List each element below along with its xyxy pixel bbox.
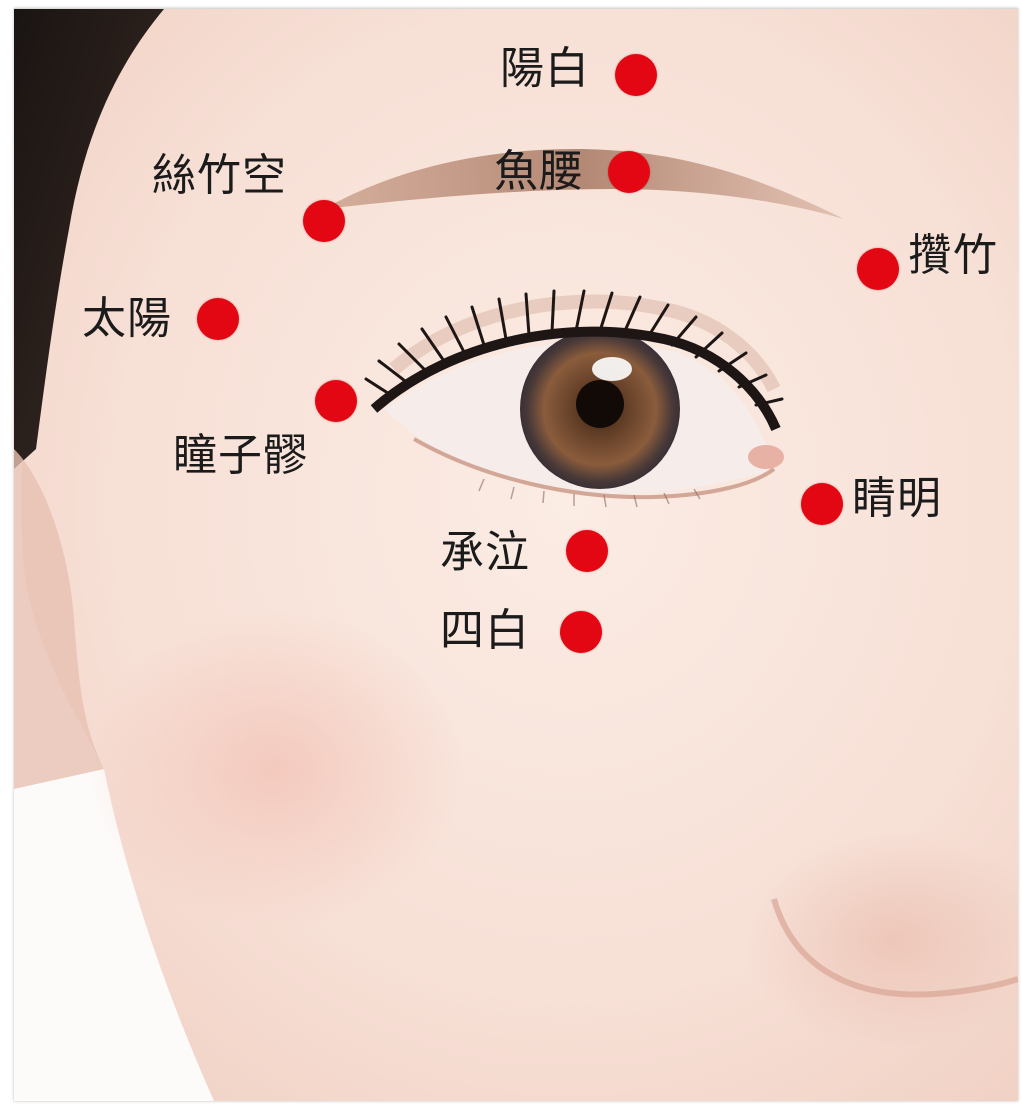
yangbai-point-marker[interactable] <box>615 54 657 96</box>
tongziliao-label: 瞳子髎 <box>173 430 308 481</box>
yuyao-label: 魚腰 <box>494 146 584 197</box>
sizhukong-point-marker[interactable] <box>303 200 345 242</box>
sibai-point-marker[interactable] <box>560 611 602 653</box>
yangbai-label: 陽白 <box>500 43 590 94</box>
chengqi-point-marker[interactable] <box>566 530 608 572</box>
face-eye-photo <box>14 8 1018 1101</box>
zanzhu-label: 攢竹 <box>908 230 998 281</box>
face-illustration <box>14 9 1018 1101</box>
zanzhu-point-marker[interactable] <box>857 248 899 290</box>
chengqi-label: 承泣 <box>440 527 530 578</box>
taiyang-point-marker[interactable] <box>197 298 239 340</box>
sibai-label: 四白 <box>440 605 530 656</box>
tongziliao-point-marker[interactable] <box>315 380 357 422</box>
sizhukong-label: 絲竹空 <box>152 150 287 201</box>
taiyang-label: 太陽 <box>82 293 172 344</box>
yuyao-point-marker[interactable] <box>608 151 650 193</box>
jingming-label: 睛明 <box>852 473 942 524</box>
jingming-point-marker[interactable] <box>801 483 843 525</box>
